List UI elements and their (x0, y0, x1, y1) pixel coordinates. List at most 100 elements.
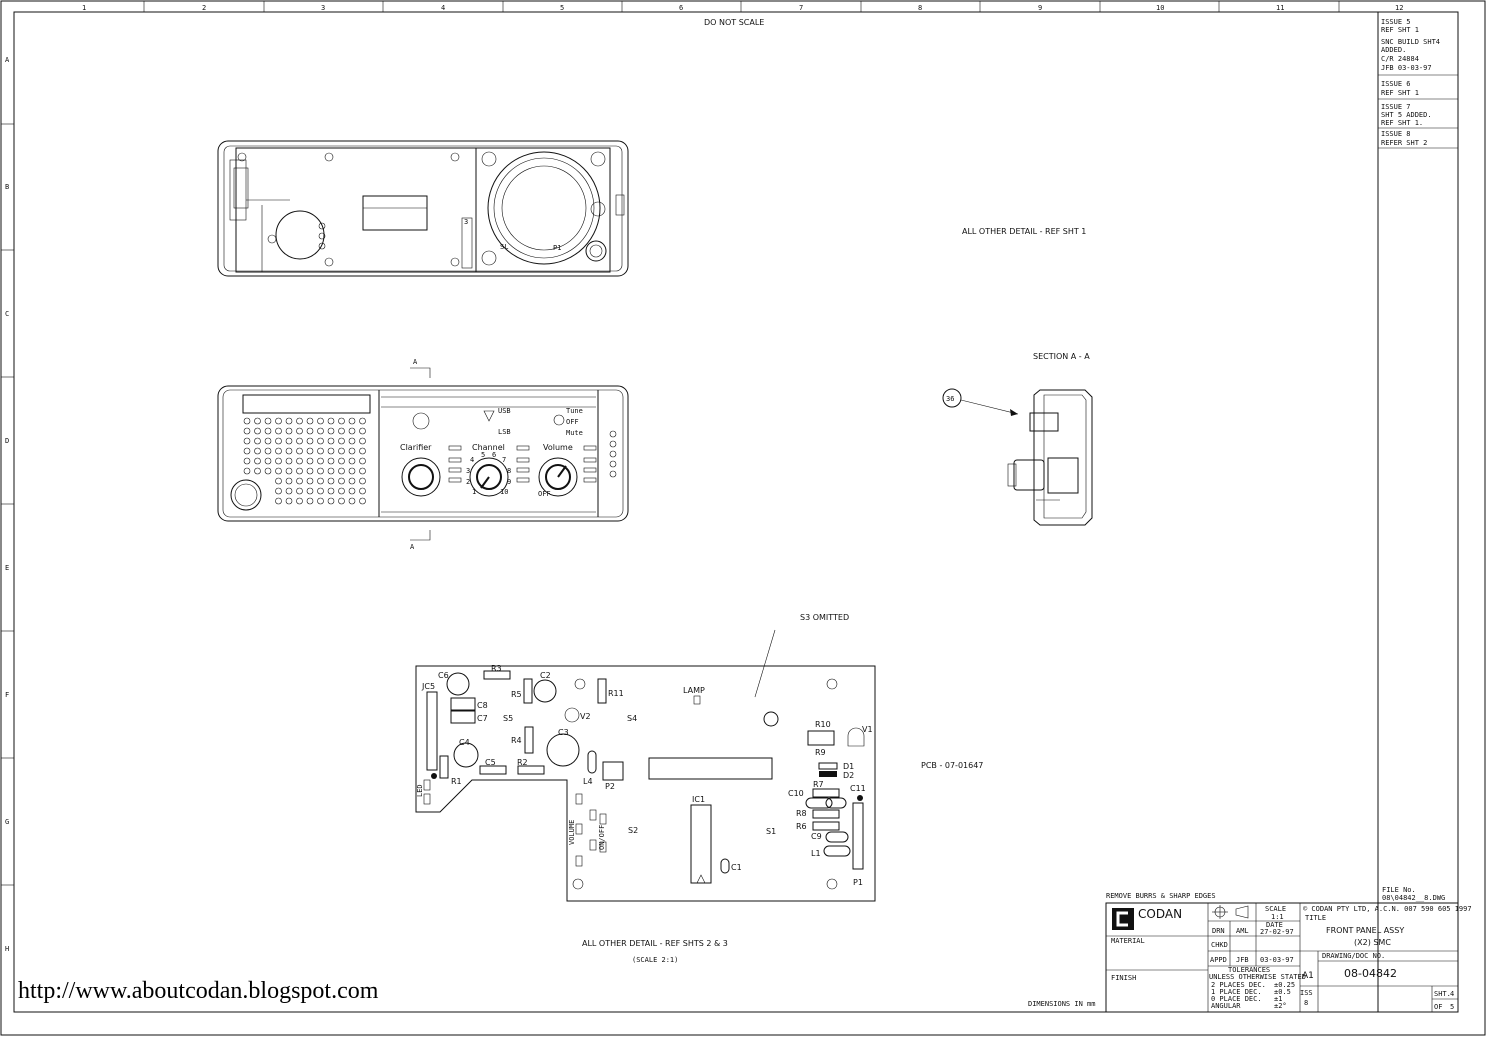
grille-hole (348, 447, 356, 455)
iss-label: ISS (1300, 989, 1313, 997)
grille-hole (317, 427, 324, 435)
doc-number: 08-04842 (1344, 967, 1397, 980)
grille-hole (338, 457, 345, 465)
row-label: B (5, 183, 9, 191)
grille-hole (327, 417, 335, 425)
grille-hole (327, 497, 335, 505)
grille-hole (317, 437, 324, 445)
remove-burrs-note: REMOVE BURRS & SHARP EDGES (1106, 892, 1216, 900)
company-name: CODAN (1138, 907, 1182, 921)
pcb-label: L1 (811, 849, 821, 858)
tolerances-sub: UNLESS OTHERWISE STATED (1209, 973, 1306, 981)
pcb-label: C7 (477, 714, 488, 723)
row-label: E (5, 564, 9, 572)
pcb-label: C8 (477, 701, 488, 710)
grille-hole (317, 417, 324, 425)
grille-hole (338, 487, 345, 495)
pcb-label: C6 (438, 671, 449, 680)
grille-hole (264, 447, 272, 455)
finish-label: FINISH (1111, 974, 1136, 982)
grille-hole (285, 427, 293, 435)
pcb-label: C2 (540, 671, 551, 680)
grille-hole (359, 477, 366, 485)
rear-view-drawing: 3 SL P1 (217, 140, 629, 277)
grille-hole (327, 447, 335, 455)
channel-number: 6 (492, 451, 496, 459)
blog-url-watermark[interactable]: http://www.aboutcodan.blogspot.com (18, 978, 379, 1004)
grille-hole (359, 487, 366, 495)
grille-hole (243, 457, 251, 465)
pcb-label: R1 (451, 777, 462, 786)
pcb-label: C1 (731, 863, 742, 872)
pcb-label: R7 (813, 780, 824, 789)
grille-hole (327, 477, 335, 485)
appd-date: 03-03-97 (1260, 956, 1294, 964)
grille-hole (296, 487, 303, 495)
pcb-label: S4 (627, 714, 637, 723)
grille-hole (275, 497, 282, 505)
file-no-label: FILE No. (1382, 886, 1416, 894)
section-marker-bottom: A (410, 543, 415, 551)
pcb-label: S2 (628, 826, 638, 835)
row-label: C (5, 310, 9, 318)
pcb-label: D1 (843, 762, 854, 771)
grille-hole (306, 487, 314, 495)
chkd-label: CHKD (1211, 941, 1228, 949)
pcb-label: JC5 (421, 682, 435, 691)
grille-hole (327, 427, 335, 435)
note-scale: (SCALE 2:1) (632, 956, 678, 964)
tolerance-row-label: 1 PLACE DEC. (1211, 988, 1262, 996)
tolerance-row-value: ±2° (1274, 1002, 1287, 1010)
section-balloon: 36 (946, 395, 954, 403)
grille-hole (359, 467, 366, 475)
grille-hole (296, 437, 303, 445)
off-label: OFF (566, 418, 579, 426)
row-label: A (5, 56, 10, 64)
revision-text: C/R 24884 (1381, 55, 1419, 63)
grille-hole (317, 467, 324, 475)
grille-hole (285, 497, 293, 505)
grille-hole (338, 477, 345, 485)
grille-hole (254, 457, 261, 465)
speaker-grille (243, 417, 366, 505)
revision-text: SNC BUILD SHT4 (1381, 38, 1440, 46)
grille-hole (285, 437, 293, 445)
pcb-label: LED (416, 784, 424, 797)
grille-hole (338, 447, 345, 455)
pcb-label: R4 (511, 736, 522, 745)
column-label: 6 (679, 4, 683, 12)
grille-hole (243, 437, 251, 445)
rear-label-3: 3 (464, 218, 468, 226)
revision-text: REF SHT 1 (1381, 26, 1419, 34)
grille-hole (275, 467, 282, 475)
channel-number: 9 (507, 478, 511, 486)
drn-label: DRN (1212, 927, 1225, 935)
revision-text: JFB 03-03-97 (1381, 64, 1432, 72)
column-label: 8 (918, 4, 922, 12)
grille-hole (359, 457, 366, 465)
grille-hole (317, 477, 324, 485)
grille-hole (306, 427, 314, 435)
column-label: 9 (1038, 4, 1042, 12)
grille-hole (306, 477, 314, 485)
sht-label: SHT. (1434, 990, 1451, 998)
volume-label: Volume (543, 443, 573, 452)
pcb-label: LAMP (683, 686, 705, 695)
appd-value: JFB (1236, 956, 1249, 964)
grille-hole (254, 417, 261, 425)
pcb-label: IC1 (692, 795, 705, 804)
pcb-label: P1 (853, 878, 863, 887)
pcb-label: R2 (517, 758, 528, 767)
row-label: F (5, 691, 9, 699)
tolerance-row-label: 0 PLACE DEC. (1211, 995, 1262, 1003)
column-label: 10 (1156, 4, 1164, 12)
grille-hole (264, 457, 272, 465)
pcb-label: ON/OFF (598, 825, 606, 850)
pcb-label: R8 (796, 809, 807, 818)
material-label: MATERIAL (1111, 937, 1145, 945)
clarifier-label: Clarifier (400, 443, 432, 452)
grille-hole (285, 447, 293, 455)
rear-label-p1: P1 (553, 244, 561, 252)
grille-hole (327, 467, 335, 475)
